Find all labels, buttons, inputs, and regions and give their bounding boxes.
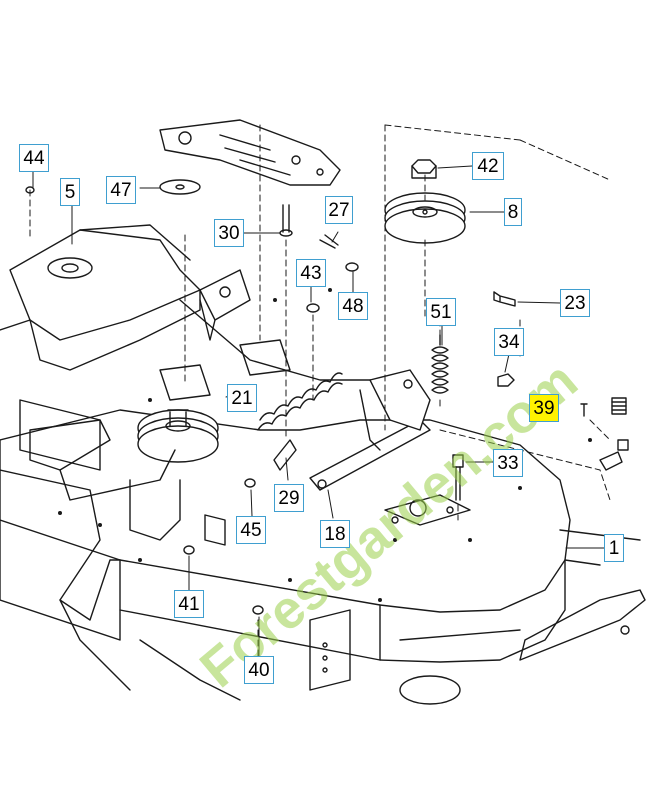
- callout-43: 43: [296, 259, 326, 287]
- nut-43: [306, 303, 320, 313]
- top-bracket: [159, 119, 341, 186]
- bracket-45: [204, 514, 226, 546]
- deck-holes: [58, 288, 592, 602]
- callout-21: 21: [227, 384, 257, 412]
- spring-51: [431, 334, 449, 394]
- callout-23: 23: [560, 289, 590, 317]
- bolt-23: [493, 291, 516, 307]
- grease-fitting-39: [580, 397, 629, 471]
- link-29: [273, 439, 297, 471]
- callout-18: 18: [320, 520, 350, 548]
- blade-spindle: [384, 494, 471, 526]
- callout-48: 48: [338, 292, 368, 320]
- front-bracket: [0, 399, 351, 701]
- leader-lines: [32, 165, 605, 657]
- callout-47: 47: [106, 176, 136, 204]
- callout-34: 34: [494, 328, 524, 356]
- nut-34: [497, 373, 515, 387]
- drive-arm: [29, 269, 381, 541]
- left-spindle-pulley: [137, 409, 219, 463]
- nut-41: [183, 545, 195, 555]
- callout-41: 41: [174, 590, 204, 618]
- callout-39-highlighted: 39: [529, 394, 559, 422]
- callout-40: 40: [244, 656, 274, 684]
- callout-30: 30: [214, 219, 244, 247]
- deck-housing: [0, 409, 646, 705]
- callout-33: 33: [493, 449, 523, 477]
- callout-45: 45: [236, 516, 266, 544]
- nut-45: [244, 478, 256, 488]
- bolt-33: [452, 454, 464, 501]
- callout-51: 51: [426, 298, 456, 326]
- nut-40: [252, 605, 264, 615]
- callout-1: 1: [604, 534, 624, 562]
- callout-5: 5: [60, 178, 80, 206]
- bolt-30: [279, 204, 293, 237]
- idler-arm-assembly: [0, 224, 201, 371]
- nut-42: [411, 159, 437, 179]
- clip-27: [319, 234, 339, 249]
- spring-21: [257, 372, 343, 431]
- callout-42: 42: [472, 152, 504, 180]
- callout-27: 27: [325, 196, 353, 224]
- callout-29: 29: [274, 484, 304, 512]
- washer-48: [345, 262, 359, 272]
- callout-8: 8: [504, 198, 522, 226]
- callout-44: 44: [19, 144, 49, 172]
- washer-47: [159, 179, 201, 195]
